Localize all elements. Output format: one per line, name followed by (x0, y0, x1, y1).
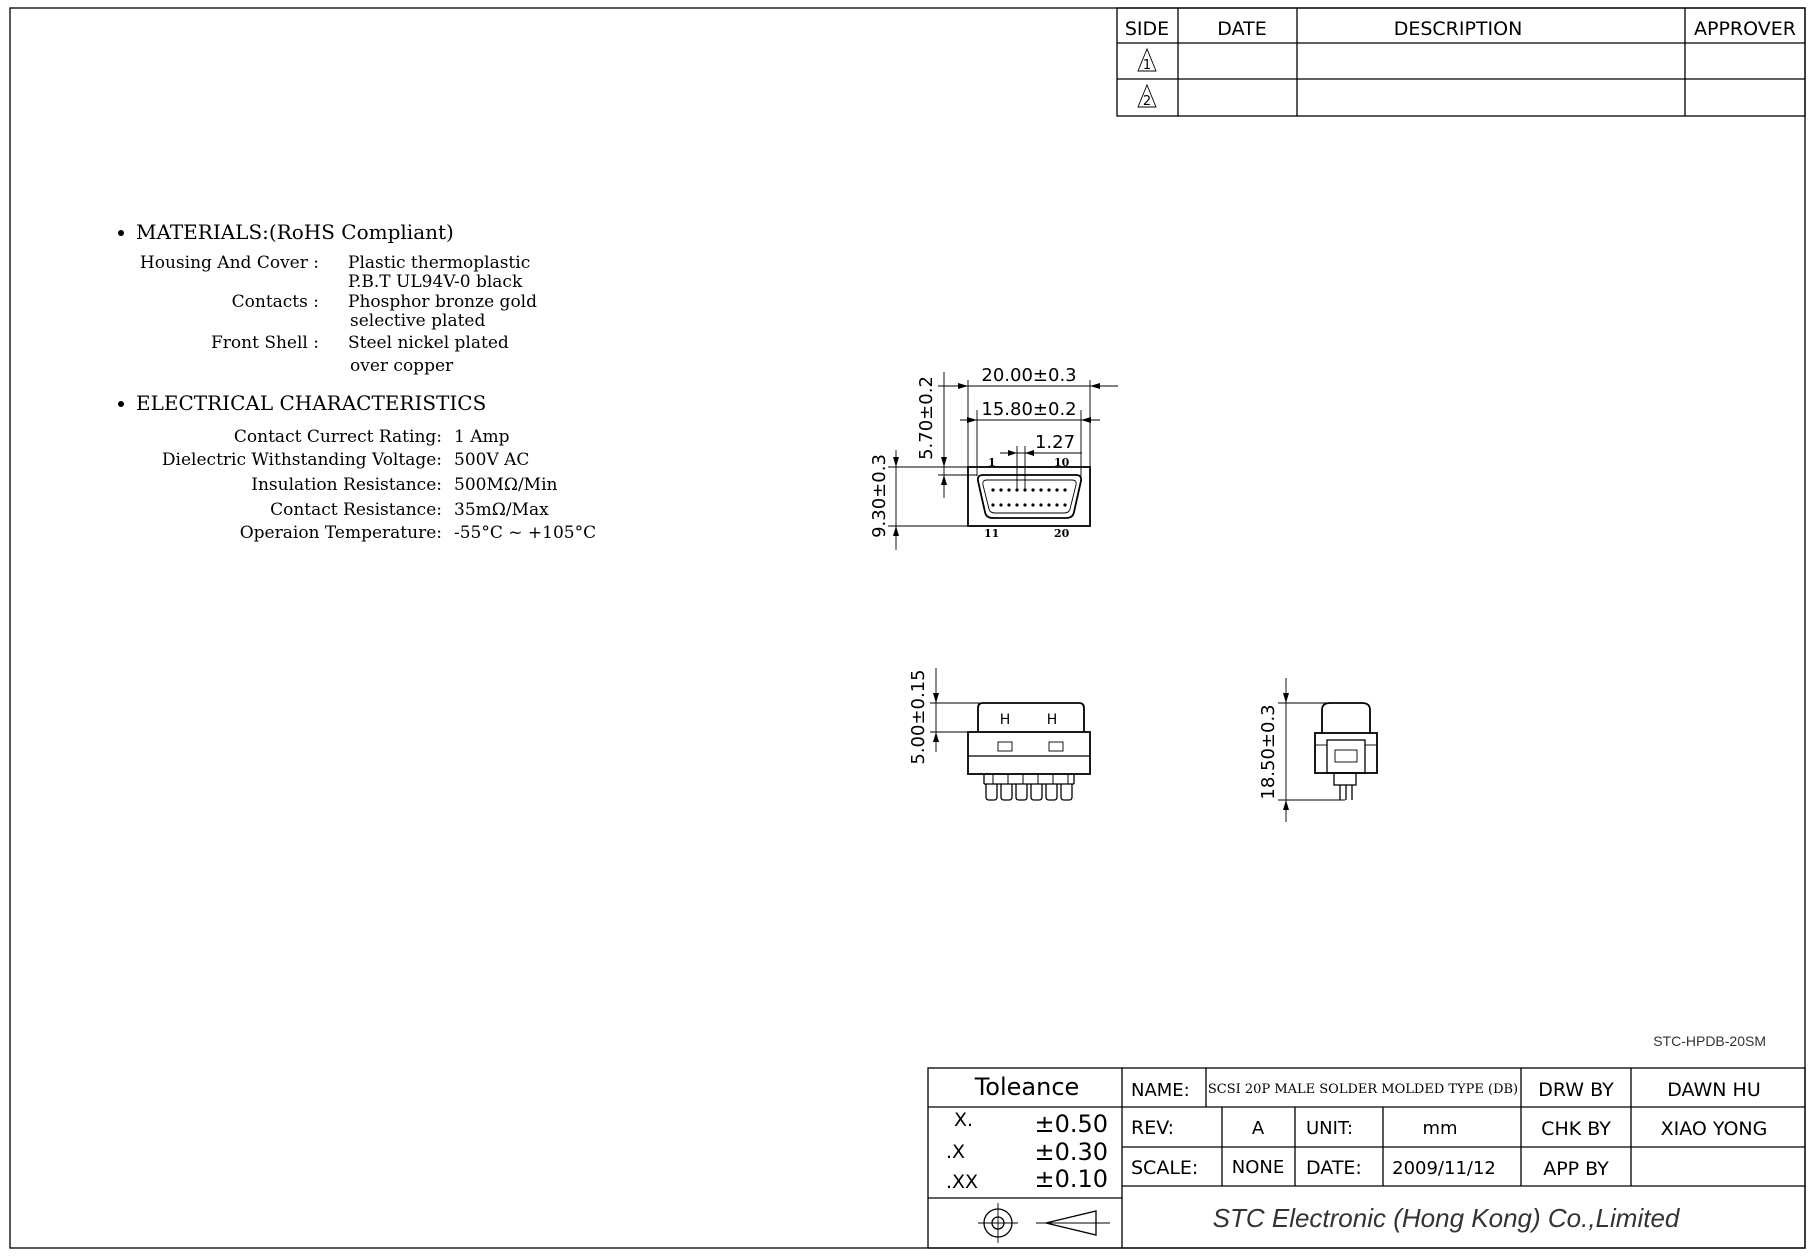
title-block-frame (927, 1067, 1806, 1249)
checked-by-label: CHK BY (1541, 1118, 1611, 1140)
part-number: STC-HPDB-20SM (1653, 1033, 1766, 1049)
contact-row-bottom (991, 503, 1067, 507)
electrical-value: 500MΩ/Min (454, 475, 558, 495)
electrical-label: Contact Resistance: (270, 500, 442, 520)
material-value: Phosphor bronze gold (348, 292, 537, 312)
sheet-border (9, 7, 1806, 1249)
tolerance-value: ±0.30 (1034, 1138, 1108, 1166)
material-label: Contacts : (232, 292, 319, 312)
contact-row-top (991, 488, 1067, 492)
material-value: Plastic thermoplastic (348, 253, 530, 273)
side-view-flange (967, 731, 1091, 775)
drawn-by-label: DRW BY (1538, 1079, 1614, 1101)
solder-cup-row (983, 774, 1075, 801)
pin-label-10: 10 (1054, 456, 1070, 469)
dim-front-width: 20.00±0.3 (981, 365, 1076, 386)
rev-header-date: DATE (1217, 18, 1266, 40)
dim-front-height-top: 5.70±0.2 (916, 376, 937, 460)
electrical-value: 1 Amp (454, 427, 510, 447)
title-block: Toleance X. ±0.50 .X ±0.30 .XX ±0.10 NAM… (927, 1067, 1806, 1249)
materials-heading: MATERIALS:(RoHS Compliant) (136, 220, 454, 244)
electrical-label: Operaion Temperature: (240, 523, 442, 543)
front-view-d-shell (976, 474, 1083, 519)
side-mark-h: H (1047, 712, 1058, 728)
name-value: SCSI 20P MALE SOLDER MOLDED TYPE (DB) (1208, 1082, 1518, 1097)
end-view: 18.50±0.3 (1258, 678, 1378, 822)
revision-triangle-2-icon: 2 (1137, 83, 1157, 109)
revision-table-frame (1116, 7, 1806, 117)
rev-label: REV: (1131, 1117, 1174, 1139)
electrical-value: -55°C ~ +105°C (454, 523, 596, 543)
scale-value: NONE (1232, 1157, 1284, 1178)
unit-label: UNIT: (1306, 1118, 1353, 1139)
material-value: P.B.T UL94V-0 black (348, 272, 523, 292)
materials-bullet (118, 230, 124, 236)
rev-header-description: DESCRIPTION (1394, 18, 1523, 40)
pin-label-1: 1 (988, 456, 996, 469)
company-name: STC Electronic (Hong Kong) Co.,Limited (1213, 1203, 1681, 1233)
tolerance-format: .XX (946, 1171, 978, 1193)
material-label: Front Shell : (211, 333, 319, 353)
rev-header-approver: APPROVER (1694, 18, 1796, 40)
electrical-section: ELECTRICAL CHARACTERISTICS Contact Curre… (118, 391, 596, 543)
material-value: selective plated (350, 311, 485, 331)
electrical-bullet (118, 401, 124, 407)
projection-symbol-icon (978, 1203, 1110, 1243)
revision-table: SIDE DATE DESCRIPTION APPROVER 1 2 (1116, 7, 1806, 117)
end-view-body (1321, 702, 1371, 733)
material-label: Housing And Cover : (140, 253, 319, 273)
pin-label-20: 20 (1054, 527, 1070, 540)
materials-section: MATERIALS:(RoHS Compliant) Housing And C… (118, 220, 537, 376)
electrical-label: Insulation Resistance: (251, 475, 442, 495)
front-view-d-insert (982, 479, 1077, 514)
tolerance-title: Toleance (974, 1073, 1080, 1101)
date-label: DATE: (1306, 1157, 1362, 1179)
rev-header-side: SIDE (1125, 18, 1169, 40)
checked-by-value: XIAO YONG (1661, 1118, 1768, 1140)
tolerance-format: X. (954, 1109, 973, 1131)
material-value: Steel nickel plated (348, 333, 509, 353)
rev-value: A (1252, 1118, 1265, 1139)
electrical-label: Dielectric Withstanding Voltage: (162, 450, 442, 470)
dim-pitch: 1.27 (1035, 432, 1075, 453)
name-label: NAME: (1131, 1080, 1190, 1101)
date-value: 2009/11/12 (1392, 1158, 1496, 1179)
front-view: 1 10 11 20 20.00±0.3 15.80±0.2 1.27 5.70… (869, 365, 1118, 550)
side-view: H H 5.00±0.15 (908, 668, 1091, 801)
tolerance-value: ±0.50 (1034, 1110, 1108, 1138)
approved-by-label: APP BY (1543, 1158, 1609, 1180)
scale-label: SCALE: (1131, 1157, 1198, 1179)
tolerance-format: .X (946, 1141, 965, 1163)
front-view-flange (967, 466, 1091, 527)
side-view-body (977, 702, 1085, 732)
dim-front-height: 9.30±0.3 (869, 454, 890, 538)
side-mark-h: H (1000, 712, 1011, 728)
dim-front-inner-width: 15.80±0.2 (981, 399, 1076, 420)
electrical-heading: ELECTRICAL CHARACTERISTICS (136, 391, 486, 415)
dim-side-height: 5.00±0.15 (908, 669, 929, 764)
electrical-value: 500V AC (454, 450, 529, 470)
svg-text:2: 2 (1143, 94, 1151, 109)
drawn-by-value: DAWN HU (1667, 1079, 1761, 1101)
pin-label-11: 11 (984, 527, 999, 540)
unit-value: mm (1422, 1118, 1457, 1139)
dim-end-height: 18.50±0.3 (1258, 704, 1279, 799)
material-value: over copper (350, 356, 454, 376)
tolerance-value: ±0.10 (1034, 1165, 1108, 1193)
svg-text:1: 1 (1143, 58, 1151, 73)
revision-triangle-1-icon: 1 (1137, 47, 1157, 73)
electrical-value: 35mΩ/Max (454, 500, 549, 520)
electrical-label: Contact Currect Rating: (234, 427, 442, 447)
end-view-flange (1314, 732, 1378, 774)
